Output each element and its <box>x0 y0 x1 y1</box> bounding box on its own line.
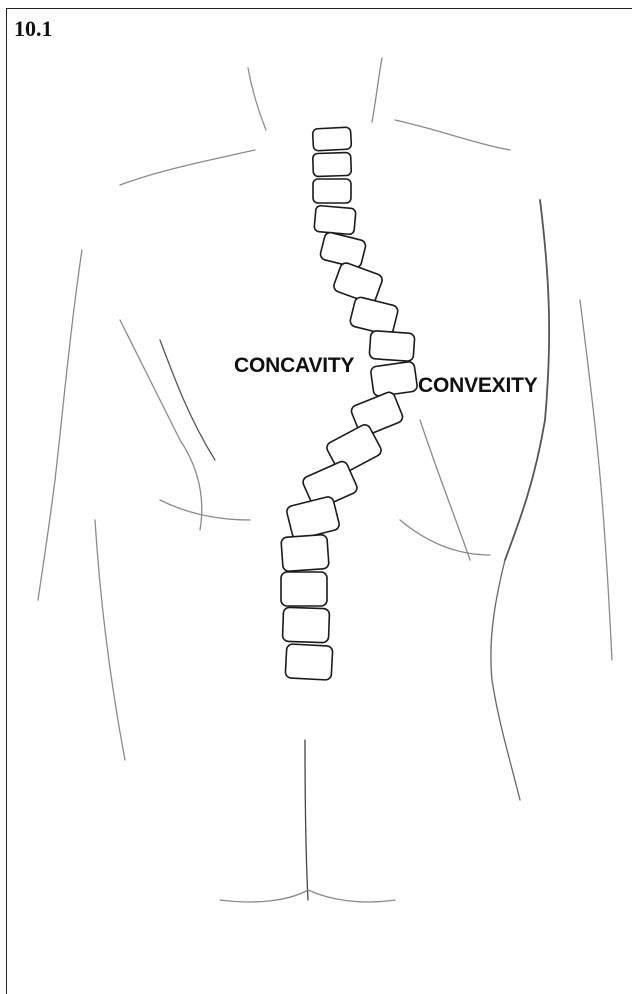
vertebra-9 <box>370 361 418 397</box>
spine-vertebrae <box>281 127 418 680</box>
vertebra-4 <box>314 205 356 234</box>
vertebra-16 <box>282 607 329 643</box>
vertebra-1 <box>312 127 351 151</box>
concavity-label: CONCAVITY <box>234 354 354 378</box>
right-shoulder-line <box>395 120 510 150</box>
neck-right-line <box>372 58 382 122</box>
left-hip <box>95 520 125 760</box>
gluteal-cleft <box>305 740 308 900</box>
vertebra-3 <box>313 179 351 203</box>
vertebra-14 <box>281 534 329 571</box>
vertebra-15 <box>281 572 327 606</box>
right-waist <box>491 560 520 800</box>
vertebra-17 <box>285 644 333 680</box>
neck-left-line <box>248 68 266 130</box>
convexity-label: CONVEXITY <box>418 374 538 398</box>
buttock-right <box>308 890 395 902</box>
left-arm-outer <box>38 250 82 600</box>
vertebra-8 <box>369 330 415 361</box>
left-shoulder-line <box>120 150 255 185</box>
left-scapula-line <box>160 340 215 460</box>
right-arm-outer <box>580 300 612 660</box>
vertebra-2 <box>313 152 352 176</box>
vertebra-7 <box>349 296 399 336</box>
left-waist <box>160 500 250 520</box>
right-lower-back <box>400 520 490 555</box>
buttock-left <box>220 890 308 902</box>
vertebra-13 <box>286 496 341 541</box>
left-torso-line <box>120 320 202 530</box>
